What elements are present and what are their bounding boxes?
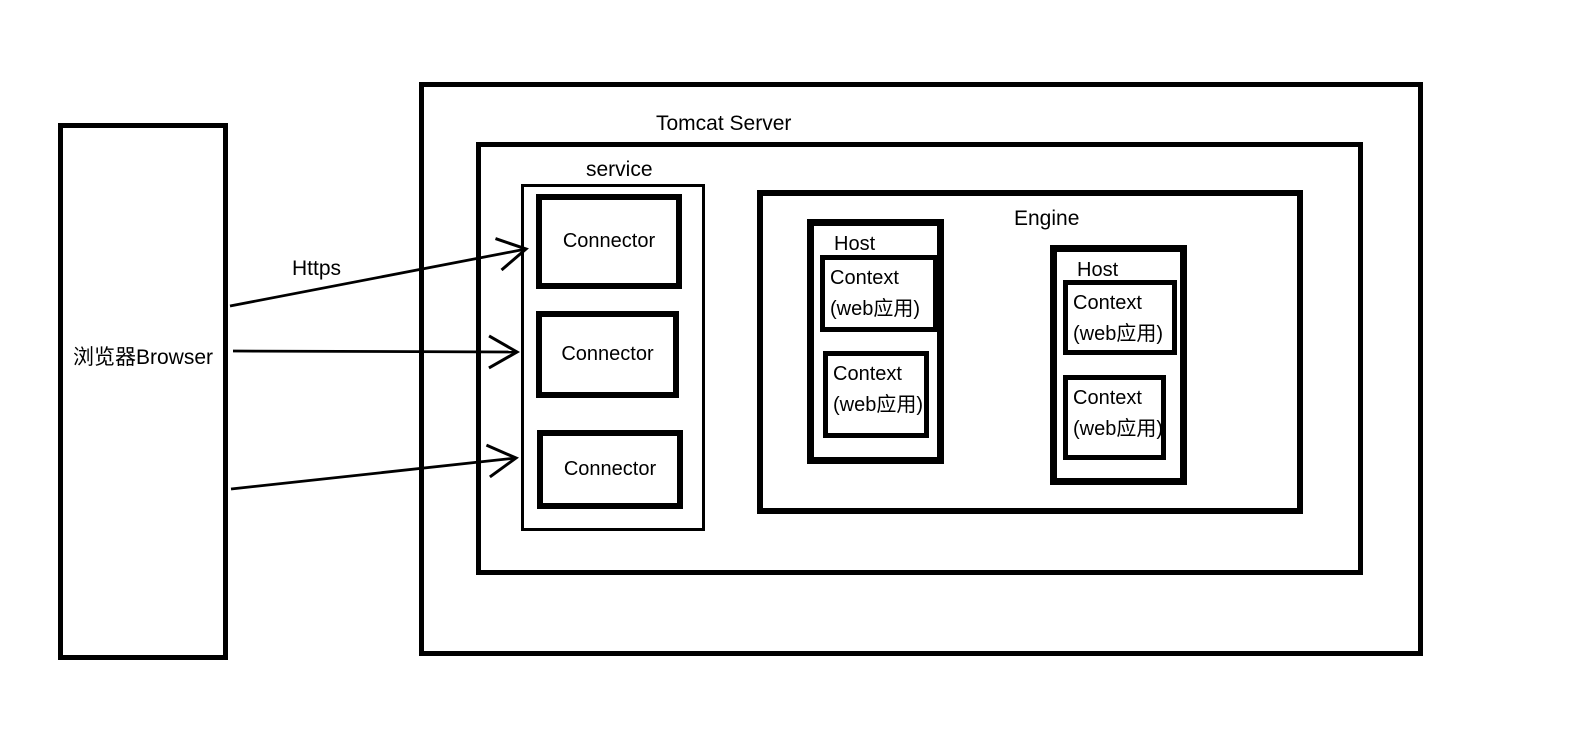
- context-subtitle: (web应用): [830, 298, 921, 320]
- context-subtitle: (web应用): [833, 394, 924, 416]
- service-label: service: [586, 158, 653, 181]
- context-subtitle: (web应用): [1073, 418, 1164, 440]
- browser-label: 浏览器Browser: [72, 346, 214, 369]
- context-box-3: Context (web应用): [1063, 280, 1177, 355]
- context-box-2: Context (web应用): [823, 351, 929, 438]
- connector-box-2: Connector: [536, 311, 679, 398]
- https-label: Https: [292, 257, 342, 280]
- connector-box-3: Connector: [537, 430, 683, 509]
- engine-box: [757, 190, 1303, 514]
- context-box-1: Context (web应用): [820, 255, 938, 332]
- host-box-1: Host: [807, 219, 944, 464]
- context-title: Context: [830, 267, 899, 289]
- context-title: Context: [1073, 387, 1142, 409]
- host-label: Host: [834, 233, 876, 255]
- engine-label: Engine: [1014, 207, 1080, 230]
- connector-label: Connector: [561, 343, 654, 365]
- browser-box: 浏览器Browser: [58, 123, 228, 660]
- context-title: Context: [1073, 292, 1142, 314]
- connector-box-1: Connector: [536, 194, 682, 289]
- tomcat-server-title: Tomcat Server: [656, 112, 792, 135]
- tomcat-inner-box: [476, 142, 1363, 575]
- host-box-2: Host: [1050, 245, 1187, 485]
- tomcat-server-box: [419, 82, 1423, 656]
- context-box-4: Context (web应用): [1063, 375, 1166, 460]
- host-label: Host: [1077, 259, 1119, 281]
- connector-label: Connector: [562, 230, 656, 252]
- context-title: Context: [833, 363, 902, 385]
- service-box: [521, 184, 705, 531]
- connector-label: Connector: [563, 458, 657, 480]
- context-subtitle: (web应用): [1073, 323, 1164, 345]
